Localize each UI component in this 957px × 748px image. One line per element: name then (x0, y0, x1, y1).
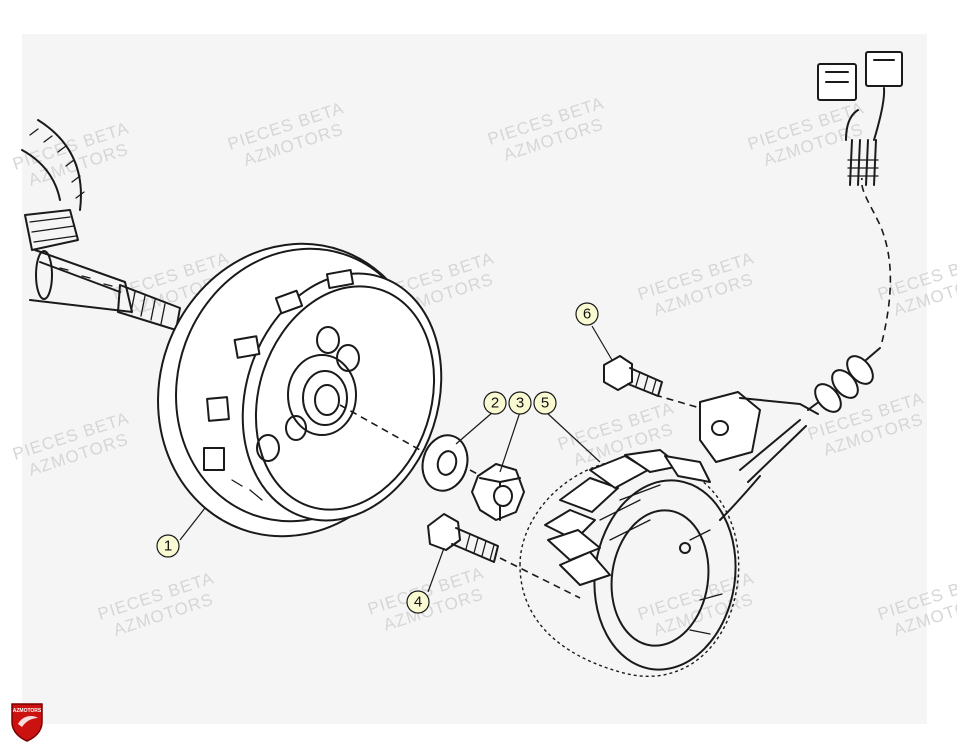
nut-drawing (471, 463, 525, 521)
screw-drawing (603, 355, 663, 397)
callout-6: 6 (575, 302, 599, 326)
callout-5: 5 (533, 391, 557, 415)
callout-4: 4 (406, 590, 430, 614)
pickup-and-harness-drawing (699, 51, 903, 521)
stator-drawing (519, 449, 740, 677)
callout-3-label: 3 (516, 395, 524, 412)
callout-2: 2 (483, 391, 507, 415)
washer-drawing (421, 434, 469, 492)
callout-2-label: 2 (491, 395, 499, 412)
bolt-drawing (427, 513, 499, 563)
flywheel-rotor-drawing (157, 242, 443, 538)
callout-1-label: 1 (164, 538, 172, 555)
callout-1: 1 (156, 534, 180, 558)
callout-5-label: 5 (541, 395, 549, 412)
callout-6-label: 6 (583, 306, 591, 323)
callout-3: 3 (508, 391, 532, 415)
azmotors-logo-icon: AZMOTORS (11, 703, 43, 742)
badge-text: AZMOTORS (13, 708, 42, 714)
callout-4-label: 4 (414, 594, 422, 611)
